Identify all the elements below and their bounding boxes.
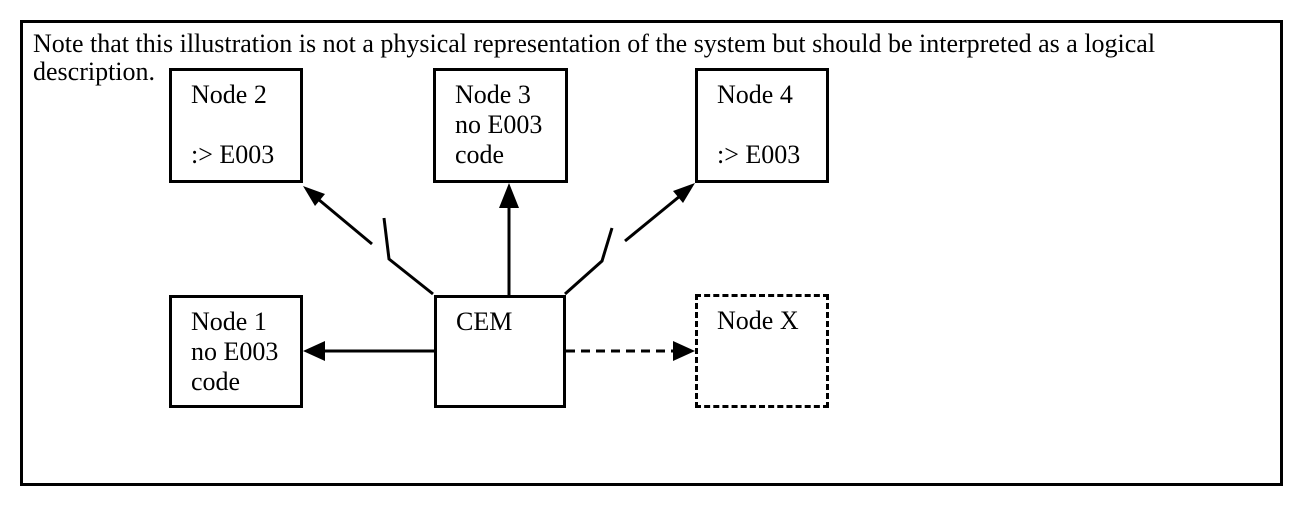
- node1-code-label-2: code: [191, 367, 241, 396]
- note-line-2: description.: [33, 57, 156, 86]
- node4-spacer-line: [717, 110, 820, 140]
- node3-code-label-1: no E003: [455, 110, 543, 139]
- node3-title: Node 3: [455, 80, 531, 109]
- node3-box: Node 3 no E003 code: [433, 68, 568, 183]
- node2-code-label: :> E003: [191, 140, 275, 169]
- node3-code-label-2: code: [455, 140, 505, 169]
- node2-title: Node 2: [191, 80, 267, 109]
- note-text: Note that this illustration is not a phy…: [33, 30, 1155, 86]
- node2-box: Node 2 :> E003: [169, 68, 303, 183]
- nodex-box: Node X: [695, 294, 829, 408]
- cem-box: CEM: [434, 295, 566, 408]
- cem-title: CEM: [456, 307, 513, 336]
- node1-box: Node 1 no E003 code: [169, 295, 303, 408]
- node4-code-label: :> E003: [717, 140, 801, 169]
- node2-spacer-line: [191, 110, 294, 140]
- nodex-title: Node X: [717, 306, 799, 335]
- note-line-1: Note that this illustration is not a phy…: [33, 29, 1156, 58]
- node1-title: Node 1: [191, 307, 267, 336]
- node1-code-label-1: no E003: [191, 337, 279, 366]
- node4-title: Node 4: [717, 80, 793, 109]
- node4-box: Node 4 :> E003: [695, 68, 829, 183]
